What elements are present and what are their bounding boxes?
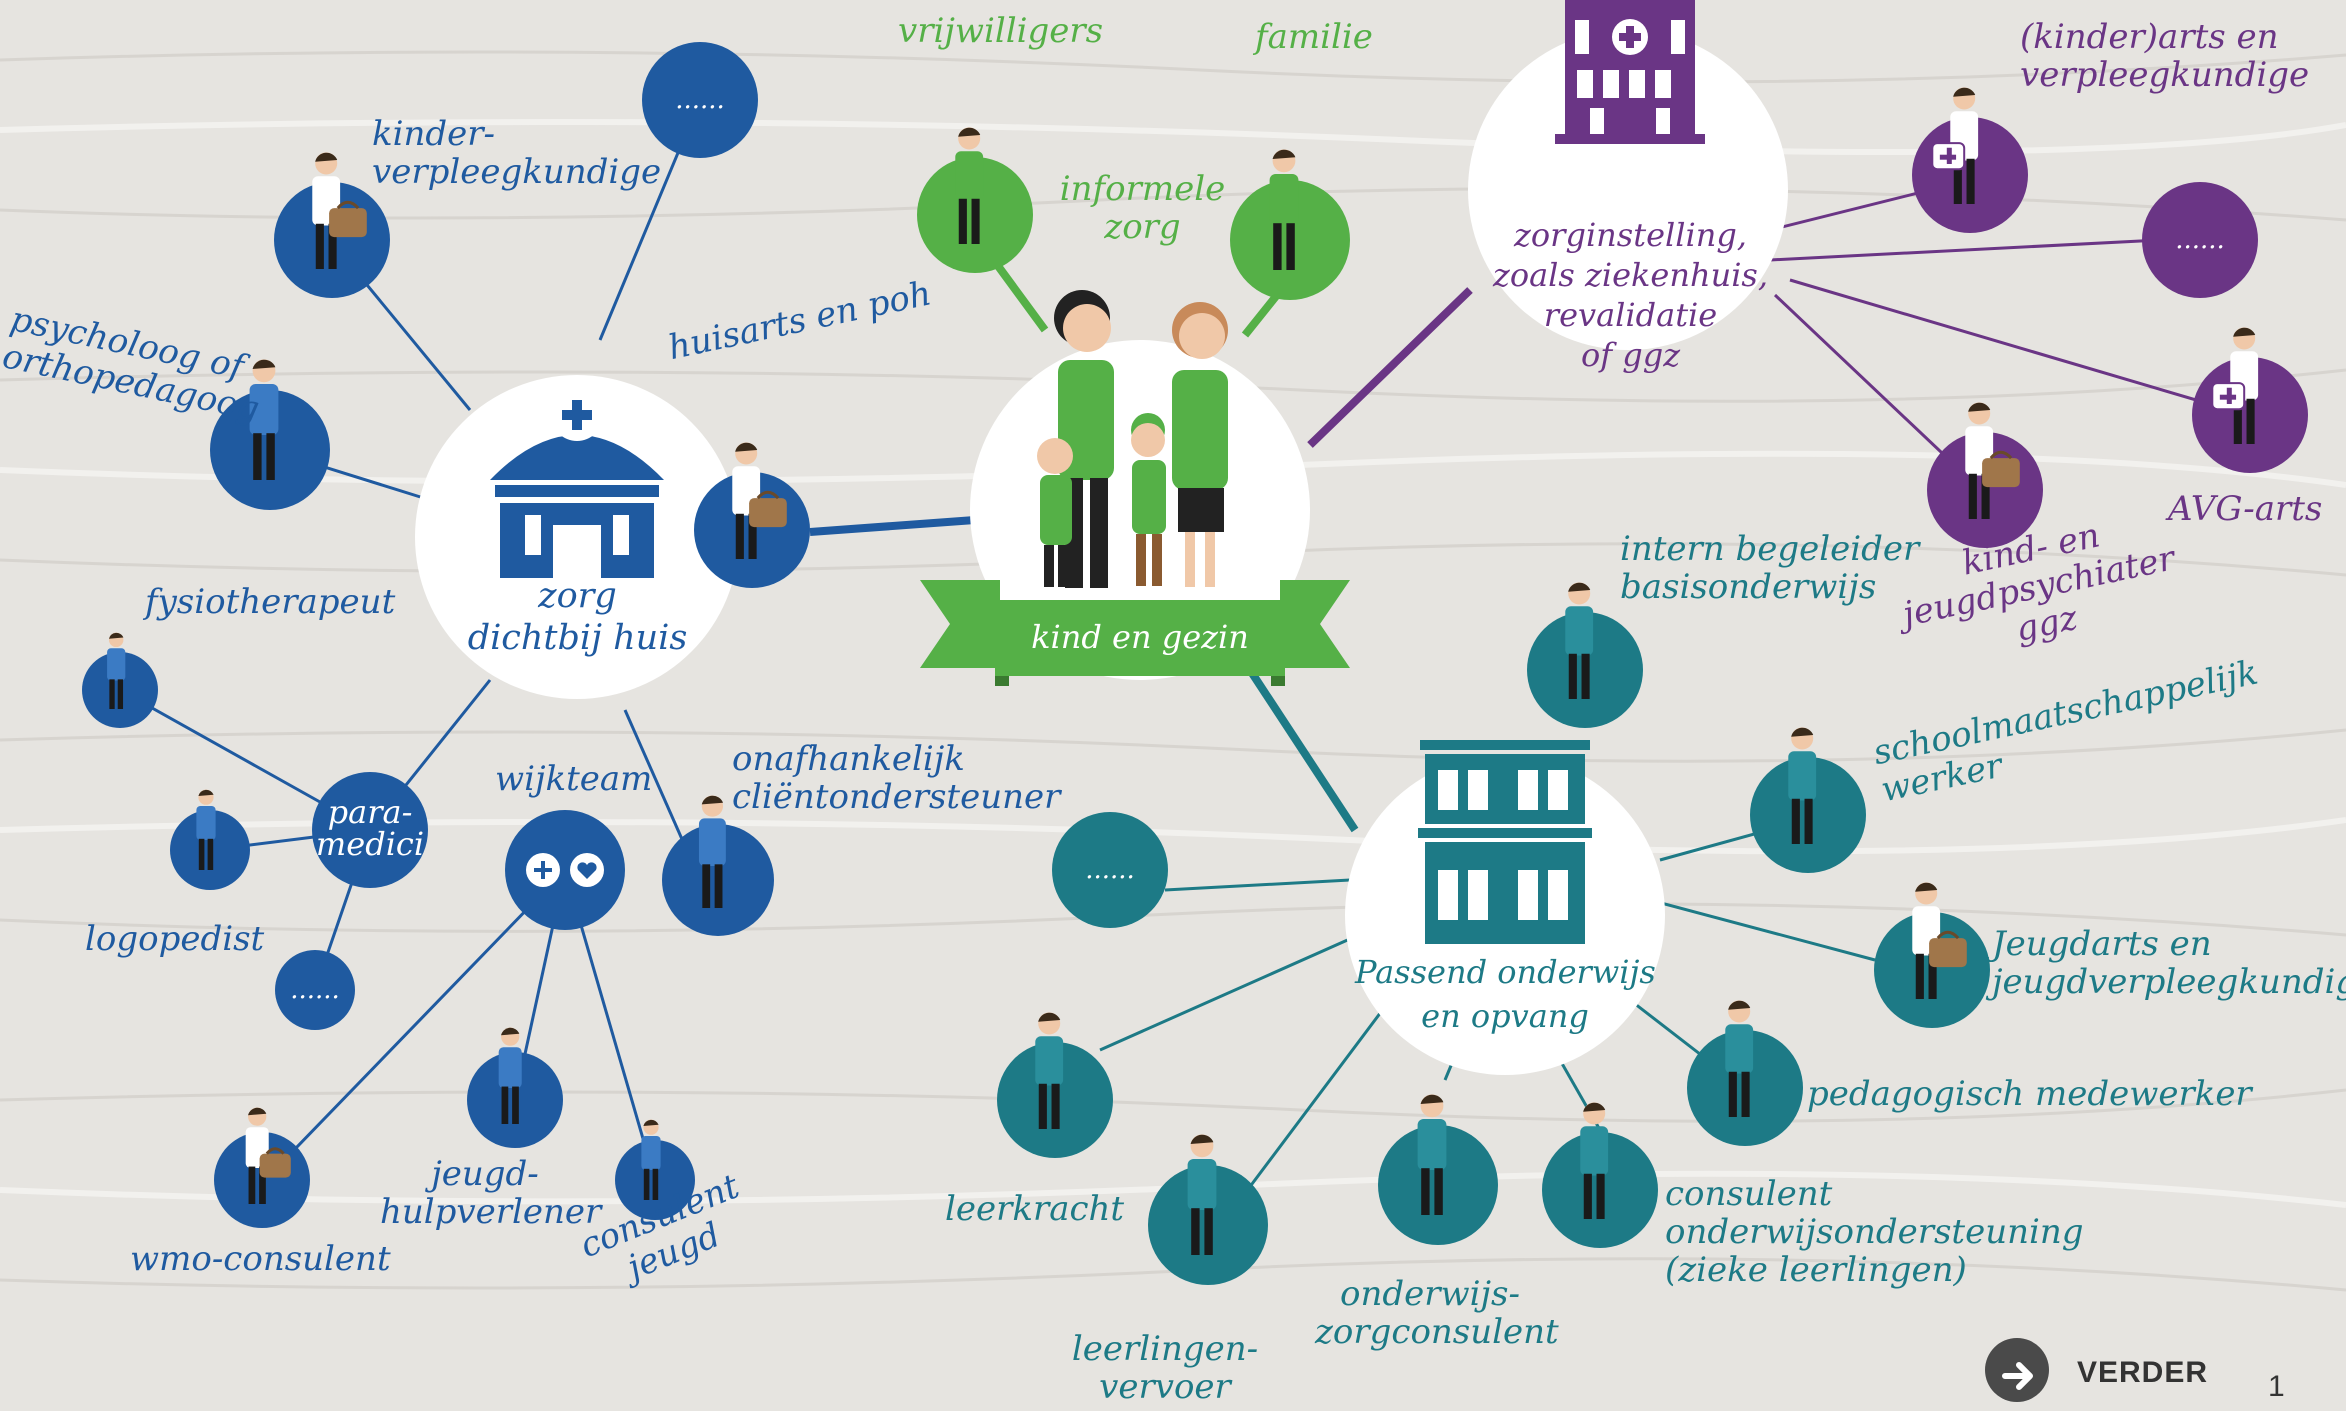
consulent-label: consulent onderwijsondersteuning (zieke … [1665, 1174, 2084, 1290]
kinderverpleegkundige-node [274, 152, 390, 298]
jeugdarts-node [1874, 882, 1990, 1028]
wijkteam-label: wijkteam [495, 759, 653, 799]
fysiotherapeut-label: fysiotherapeut [145, 582, 396, 622]
vrijwilligers-label: vrijwilligers [898, 11, 1104, 51]
jeugdarts-label: Jeugdarts en jeugdverpleegkundige [1992, 924, 2346, 1002]
page-number: 1 [2268, 1370, 2285, 1403]
avg-node [2192, 327, 2308, 473]
onderwijs-title: Passend onderwijs en opvang [1355, 953, 1656, 1035]
family-figures [1037, 290, 1228, 588]
consulent-jeugd-node [615, 1119, 695, 1220]
pedagogisch-node [1687, 1000, 1803, 1146]
wmo-label: wmo-consulent [130, 1239, 391, 1279]
familie-label: familie [1255, 17, 1373, 57]
familie-node [1230, 149, 1350, 300]
paramedici-node: para-medici [312, 772, 428, 888]
avg-arts-label: AVG-arts [2168, 489, 2323, 529]
intern-node [1527, 582, 1643, 728]
kb-more-text: ...... [675, 85, 725, 115]
fysiotherapeut-node [82, 632, 158, 728]
zi-more-text: ...... [2175, 225, 2225, 255]
leerlingenvervoer-label: leerlingen- vervoer [1071, 1329, 1259, 1407]
hospital-icon [1555, 0, 1705, 144]
vrijwilligers-node [917, 127, 1033, 273]
paramedici-node-text: para-medici [316, 793, 424, 863]
jeugdhulpverlener-label: jeugd- hulpverlener [380, 1154, 602, 1232]
school-icon [1418, 740, 1592, 944]
schoolmaatschappelijk-node [1750, 727, 1866, 873]
kinderverpleegkundige-label: kinder- verpleegkundige [372, 114, 662, 192]
zorgconsulent-label: onderwijs- zorgconsulent [1315, 1274, 1559, 1352]
jeugdpsychiater-node [1927, 402, 2043, 548]
leerkracht-label: leerkracht [945, 1189, 1125, 1229]
clientondersteuner-label: onafhankelijk cliëntondersteuner [732, 739, 1061, 817]
kind-en-gezin-banner [920, 580, 1350, 686]
pedagogisch-label: pedagogisch medewerker [1807, 1074, 2252, 1114]
kb-more2-text: ...... [290, 975, 340, 1005]
zorgconsulent-node [1378, 1094, 1498, 1245]
arrow-right-icon [1985, 1338, 2049, 1402]
logopedist-label: logopedist [85, 919, 265, 959]
wijkteam-node [505, 810, 625, 930]
huisarts-node [694, 442, 810, 588]
kinderarts-node [1912, 87, 2028, 233]
clientondersteuner-node [662, 795, 774, 936]
ow-more-text: ...... [1085, 855, 1135, 885]
zi-more: ...... [2142, 182, 2258, 298]
banner-label: kind en gezin [1031, 618, 1249, 656]
ow-more: ...... [1052, 812, 1168, 928]
psycholoog-node [210, 359, 330, 510]
kb-more2: ...... [275, 950, 355, 1030]
leerkracht-node [997, 1012, 1113, 1158]
informele-zorg-title: informele zorg [1059, 169, 1226, 247]
jeugdhulpverlener-node [467, 1027, 563, 1148]
logopedist-node [170, 789, 250, 890]
zorg-dichtbij-title: zorg dichtbij huis [467, 576, 688, 658]
house-icon [490, 389, 664, 578]
wmo-node [214, 1107, 310, 1228]
zorginstelling-hub [1468, 30, 1788, 350]
intern-begeleider-label: intern begeleider basisonderwijs [1620, 529, 1920, 607]
kb-more: ...... [642, 42, 758, 158]
verder-label: VERDER [2077, 1356, 2209, 1389]
consulent-node [1542, 1102, 1658, 1248]
zorginstelling-title: zorginstelling, zoals ziekenhuis, revali… [1492, 216, 1769, 374]
leerlingenvervoer-node [1148, 1134, 1268, 1285]
verder-button[interactable]: VERDER [1985, 1330, 2245, 1410]
kinderarts-label: (kinder)arts en verpleegkundige [2020, 17, 2310, 95]
